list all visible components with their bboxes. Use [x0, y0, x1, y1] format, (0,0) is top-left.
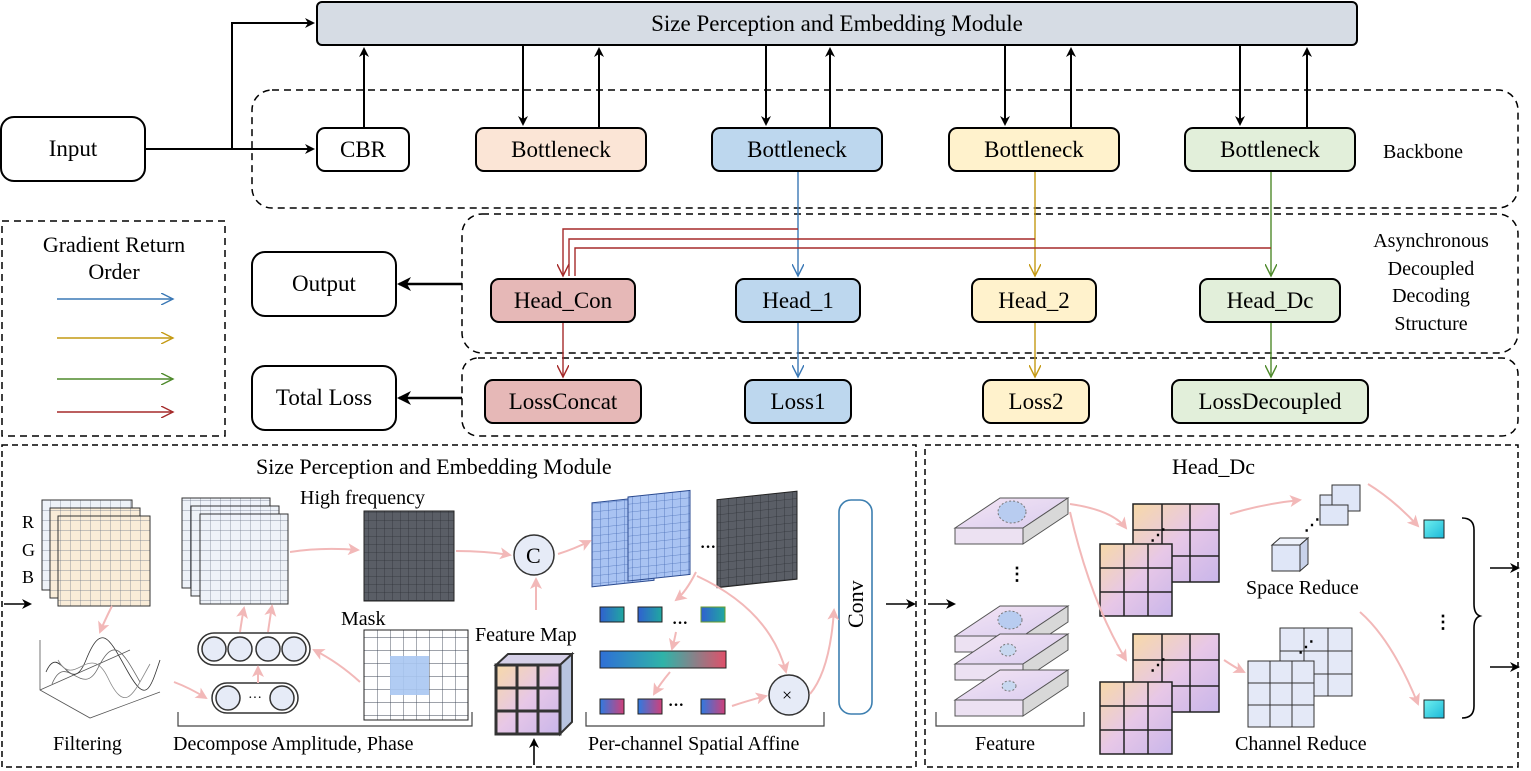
filtering-plot [39, 637, 161, 719]
multiply-symbol: × [782, 685, 793, 705]
loss2-box: Loss2 [982, 379, 1090, 424]
feature-map-label: Feature Map [475, 624, 577, 646]
svg-text:⋰: ⋰ [1150, 657, 1166, 674]
head-1-box: Head_1 [735, 278, 861, 323]
cube-stack-upper: ⋰ [1099, 503, 1220, 617]
loss-decoupled-box: LossDecoupled [1171, 379, 1369, 424]
loss-region [461, 357, 1519, 437]
cbr-box: CBR [316, 127, 410, 172]
bottleneck-4-box: Bottleneck [1184, 127, 1356, 172]
head-2-box: Head_2 [971, 278, 1097, 323]
high-frequency-label: High frequency [300, 487, 425, 509]
bottleneck-3-box: Bottleneck [948, 127, 1120, 172]
loss-concat-label: LossConcat [508, 388, 618, 414]
bottleneck-2-box: Bottleneck [711, 127, 883, 172]
svg-text:···: ··· [248, 691, 262, 706]
top-connectors [146, 18, 1312, 154]
legend-region [1, 220, 226, 437]
cyan-cube-bottom [1423, 699, 1445, 719]
decompose-label: Decompose Amplitude, Phase [173, 733, 414, 755]
headdc-panel [924, 444, 1519, 768]
head-1-label: Head_1 [762, 287, 834, 313]
spem-panel-title: Size Perception and Embedding Module [256, 454, 612, 479]
decoding-label: Asynchronous Decoupled Decoding Structur… [1348, 228, 1514, 338]
loss1-label: Loss1 [770, 388, 826, 414]
cbr-label: CBR [339, 136, 387, 162]
mask-label: Mask [341, 608, 386, 630]
feature-map-cube [493, 651, 575, 737]
loss-decoupled-label: LossDecoupled [1198, 388, 1342, 414]
rgb-b-label: B [22, 567, 35, 587]
total-loss-label: Total Loss [275, 385, 373, 410]
backbone-label: Backbone [1383, 141, 1463, 163]
spem-content: ··· ··· ··· ··· [4, 489, 956, 765]
conv-label: Conv [843, 580, 868, 628]
rgb-g-label: G [22, 540, 35, 560]
decoding-label-line1: Asynchronous [1373, 230, 1489, 252]
svg-text:⋰: ⋰ [1150, 527, 1166, 544]
bottleneck-2-label: Bottleneck [747, 136, 847, 162]
output-box: Output [251, 251, 397, 317]
decoding-label-line3: Decoding [1392, 285, 1470, 307]
spem-top-label: Size Perception and Embedding Module [651, 10, 1023, 36]
space-reduce-cubes: ⋰ [1270, 484, 1361, 573]
legend-title: Gradient Return Order [14, 231, 214, 285]
head-con-box: Head_Con [490, 278, 636, 323]
svg-text:···: ··· [672, 615, 688, 632]
bottleneck-3-label: Bottleneck [984, 136, 1084, 162]
conv-box [838, 499, 873, 715]
loss-concat-box: LossConcat [484, 379, 642, 424]
total-loss-box: Total Loss [251, 365, 397, 431]
bottleneck-1-label: Bottleneck [511, 136, 611, 162]
spem-panel [1, 444, 917, 768]
svg-text:···: ··· [668, 697, 684, 714]
input-box: Input [0, 116, 146, 182]
feature-slab-top [953, 497, 1070, 545]
loss2-label: Loss2 [1008, 388, 1064, 414]
spem-top-box: Size Perception and Embedding Module [316, 1, 1358, 46]
svg-text:⋮: ⋮ [1008, 564, 1026, 584]
cyan-cube-top [1423, 519, 1445, 539]
head-2-label: Head_2 [998, 287, 1070, 313]
legend-title-line1: Gradient Return [42, 232, 186, 257]
legend-arrows [57, 299, 173, 412]
affine-label: Per-channel Spatial Affine [588, 733, 800, 755]
decoding-label-line4: Structure [1394, 312, 1468, 335]
cube-stack-lower: ⋰ [1099, 633, 1220, 755]
svg-text:⋮: ⋮ [1434, 612, 1452, 632]
bottleneck-1-box: Bottleneck [475, 127, 647, 172]
feature-slab-stack [953, 605, 1070, 717]
legend-title-line2: Order [88, 259, 140, 284]
headdc-content: ⋮ ⋰ [935, 483, 1520, 755]
svg-text:⋰: ⋰ [1304, 517, 1320, 534]
feature-label: Feature [975, 733, 1035, 755]
space-reduce-label: Space Reduce [1246, 577, 1359, 599]
concat-symbol: C [526, 543, 541, 568]
output-label: Output [292, 271, 356, 296]
svg-text:⋰: ⋰ [1298, 639, 1314, 656]
rgb-r-label: R [22, 512, 35, 532]
bottleneck-4-label: Bottleneck [1220, 136, 1320, 162]
decoding-label-line2: Decoupled [1387, 257, 1475, 280]
head-dc-label: Head_Dc [1226, 287, 1314, 313]
backbone-region [251, 89, 1519, 209]
gradient-routes [563, 172, 1271, 377]
loss1-box: Loss1 [744, 379, 852, 424]
head-dc-box: Head_Dc [1199, 278, 1341, 323]
input-label: Input [48, 136, 98, 161]
channel-reduce-cubes: ⋰ [1247, 627, 1353, 728]
filtering-label: Filtering [53, 733, 122, 755]
svg-text:···: ··· [700, 539, 716, 556]
channel-reduce-label: Channel Reduce [1235, 733, 1367, 755]
headdc-panel-title: Head_Dc [1172, 454, 1256, 479]
head-con-label: Head_Con [513, 287, 613, 313]
